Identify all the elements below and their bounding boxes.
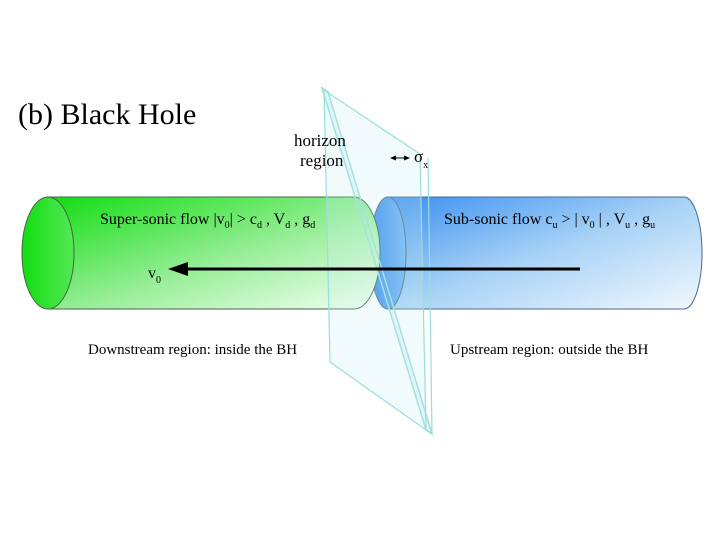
velocity-sub: 0 — [156, 275, 161, 286]
downstream-region-label: Downstream region: inside the BH — [88, 342, 297, 358]
upstream-flow-b-sub: 0 — [590, 220, 595, 231]
downstream-flow-d: , g — [290, 211, 310, 228]
upstream-flow-a-sub: u — [552, 220, 557, 231]
downstream-flow-b: | > c — [230, 211, 257, 228]
sigma-x-marker: σx — [390, 147, 428, 171]
upstream-flow-b: > | v — [557, 211, 589, 228]
sigma-symbol: σ — [414, 147, 423, 166]
upstream-flow-label: Sub-sonic flow cu > | v0 | , Vu , gu — [444, 211, 655, 231]
upstream-flow-c: | , V — [595, 211, 626, 228]
downstream-flow-d-sub: d — [310, 220, 315, 231]
horizon-label-line2: region — [300, 151, 344, 170]
sigma-x-label: σx — [414, 147, 428, 171]
horizon-plane-face — [323, 88, 427, 432]
downstream-flow-c: , V — [262, 211, 286, 228]
upstream-flow-d: , g — [630, 211, 650, 228]
horizon-label-line1: horizon — [294, 131, 346, 150]
upstream-region-label: Upstream region: outside the BH — [450, 342, 648, 358]
upstream-flow-d-sub: u — [650, 220, 655, 231]
horizon-plane-front-edge — [427, 157, 433, 435]
downstream-cylinder-end — [21, 196, 75, 310]
velocity-symbol: v — [148, 265, 156, 282]
downstream-flow-a-sub: 0 — [225, 220, 230, 231]
downstream-flow-b-sub: d — [257, 220, 262, 231]
upstream-flow-a: Sub-sonic flow c — [444, 211, 552, 228]
downstream-flow-c-sub: d — [285, 220, 290, 231]
downstream-flow-label: Super-sonic flow |v0| > cd , Vd , gd — [100, 211, 315, 231]
upstream-cylinder — [369, 196, 703, 310]
upstream-flow-c-sub: u — [625, 220, 630, 231]
velocity-label: v0 — [148, 265, 161, 286]
diagram-title: (b) Black Hole — [18, 98, 196, 131]
sigma-sub: x — [423, 160, 428, 171]
downstream-cylinder — [21, 196, 381, 310]
downstream-flow-a: Super-sonic flow |v — [100, 211, 225, 228]
velocity-arrow — [168, 262, 580, 276]
